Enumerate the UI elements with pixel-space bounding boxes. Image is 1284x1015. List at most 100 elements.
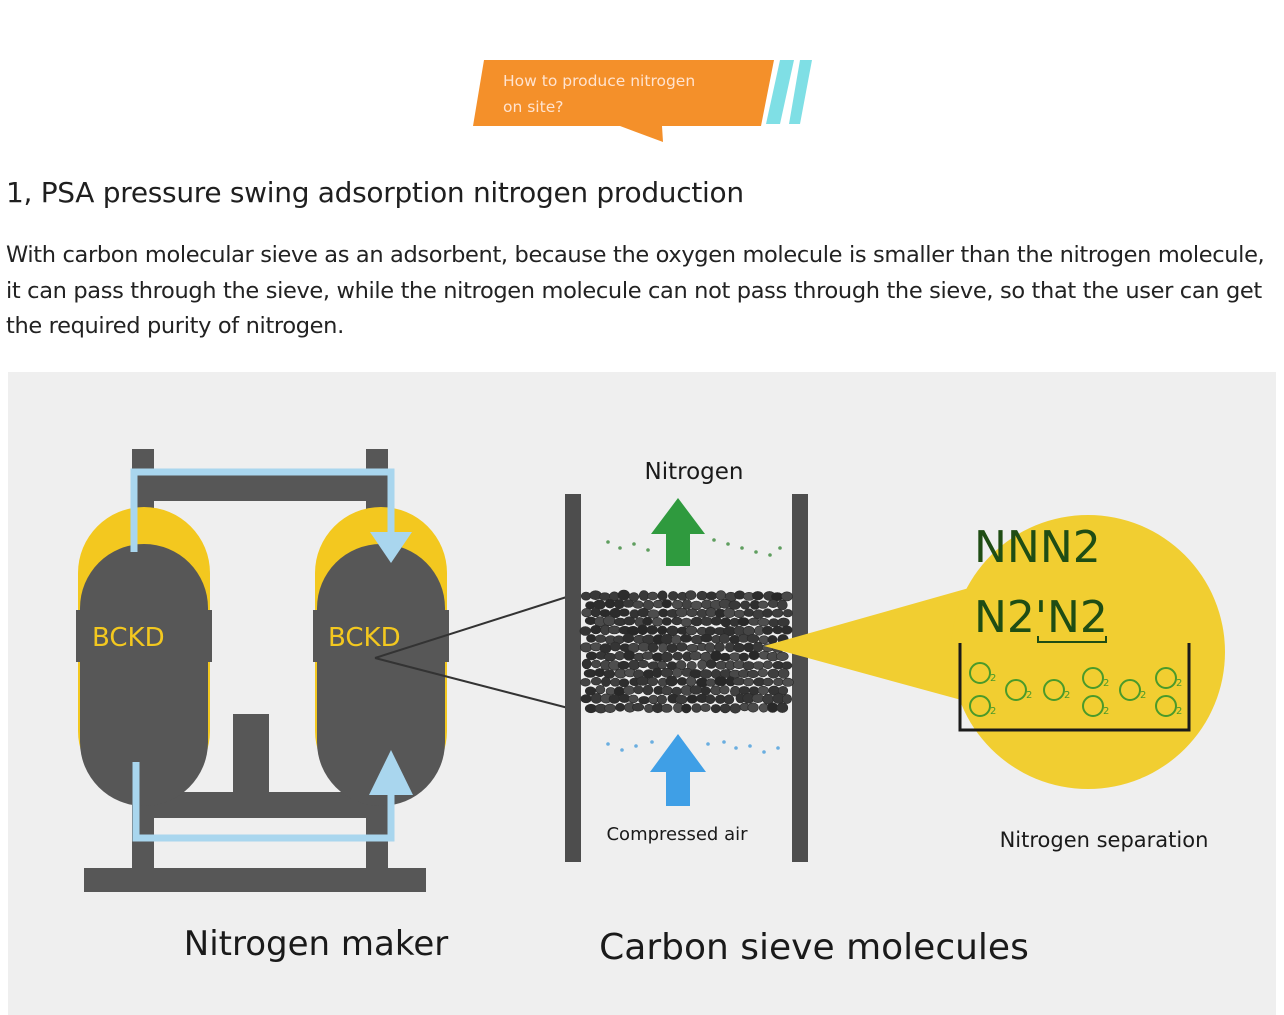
carbon-pellet bbox=[581, 608, 593, 618]
carbon-pellet bbox=[691, 703, 702, 713]
carbon-pellet bbox=[628, 694, 639, 704]
oxygen-molecule bbox=[1082, 667, 1104, 689]
carbon-pellet bbox=[661, 617, 672, 626]
carbon-pellet bbox=[782, 677, 794, 687]
carbon-pellet bbox=[615, 702, 625, 712]
carbon-pellet bbox=[762, 625, 774, 635]
carbon-pellet bbox=[680, 617, 692, 628]
carbon-pellet bbox=[757, 668, 768, 678]
carbon-pellet bbox=[657, 660, 668, 670]
carbon-pellet bbox=[681, 599, 693, 610]
gas-dot bbox=[768, 553, 772, 557]
carbon-pellet bbox=[601, 676, 611, 687]
right-tank-label: BCKD bbox=[328, 623, 401, 653]
carbon-pellet bbox=[752, 591, 764, 601]
carbon-pellet bbox=[777, 668, 790, 679]
carbon-pellet bbox=[689, 651, 702, 661]
oxygen-molecule bbox=[969, 695, 991, 717]
carbon-pellet bbox=[614, 651, 625, 661]
carbon-pellet bbox=[685, 625, 698, 636]
carbon-pellet bbox=[742, 661, 755, 671]
carbon-pellet bbox=[700, 703, 711, 712]
carbon-pellet bbox=[636, 676, 650, 686]
carbon-pellet bbox=[603, 615, 616, 627]
carbon-pellet bbox=[579, 642, 592, 653]
carbon-pellet bbox=[705, 694, 716, 705]
carbon-pellet bbox=[762, 677, 774, 687]
carbon-pellet bbox=[594, 668, 605, 678]
carbon-pellet bbox=[580, 591, 592, 601]
carbon-sieve: Nitrogen Compressed air bbox=[565, 459, 808, 862]
carbon-pellet bbox=[637, 608, 650, 618]
carbon-pellet bbox=[747, 702, 759, 713]
carbon-pellet bbox=[705, 591, 717, 601]
carbon-pellet bbox=[743, 642, 755, 653]
carbon-pellet bbox=[641, 651, 654, 660]
oxygen-molecule bbox=[1155, 667, 1177, 689]
carbon-pellet bbox=[585, 651, 598, 661]
carbon-pellet bbox=[704, 642, 716, 653]
carbon-pellet bbox=[763, 660, 773, 670]
carbon-pellet bbox=[782, 609, 793, 618]
top-frame-bar bbox=[132, 475, 388, 501]
gas-dot bbox=[620, 748, 624, 752]
carbon-pellet bbox=[622, 599, 635, 608]
zoom-line-1: NNN2 bbox=[974, 522, 1101, 573]
carbon-pellet bbox=[604, 703, 616, 713]
carbon-pellet bbox=[719, 652, 731, 662]
carbon-pellet bbox=[724, 642, 735, 653]
carbon-pellet bbox=[667, 591, 679, 601]
carbon-pellet bbox=[590, 607, 601, 618]
gas-dot bbox=[734, 746, 738, 750]
oxygen-subscript: 2 bbox=[1103, 706, 1109, 717]
carbon-pellet bbox=[652, 667, 663, 678]
banner-question: How to produce nitrogen on site? bbox=[503, 68, 733, 120]
left-tank: BCKD bbox=[76, 507, 212, 806]
carbon-pellet bbox=[706, 659, 717, 669]
carbon-pellet bbox=[661, 703, 673, 713]
carbon-pellet bbox=[590, 677, 602, 686]
carbon-pellet bbox=[743, 677, 754, 687]
carbon-pellet bbox=[594, 634, 607, 643]
carbon-pellet bbox=[672, 651, 683, 661]
gas-dot bbox=[754, 550, 758, 554]
carbon-pellet bbox=[772, 625, 783, 635]
carbon-pellet bbox=[689, 685, 703, 695]
carbon-pellet bbox=[623, 616, 636, 626]
down-flow-arrow-icon bbox=[370, 532, 412, 563]
up-flow-arrow-icon bbox=[369, 750, 413, 795]
psa-diagram-svg: BCKD BCKD bbox=[8, 372, 1276, 1015]
center-valve bbox=[233, 714, 269, 812]
nitrogen-maker: BCKD BCKD bbox=[76, 449, 577, 892]
carbon-pellet bbox=[604, 599, 616, 609]
section-heading: 1, PSA pressure swing adsorption nitroge… bbox=[6, 176, 744, 209]
carbon-pellet bbox=[767, 702, 779, 713]
carbon-pellet bbox=[651, 617, 664, 627]
carbon-pellet bbox=[705, 678, 716, 687]
oxygen-subscript: 2 bbox=[1026, 690, 1032, 701]
carbon-pellet bbox=[676, 642, 688, 652]
nitrogen-maker-caption: Nitrogen maker bbox=[184, 924, 448, 964]
oxygen-molecule bbox=[1082, 695, 1104, 717]
carbon-pellet bbox=[748, 650, 760, 661]
carbon-pellets bbox=[579, 589, 795, 714]
gas-dot bbox=[722, 740, 726, 744]
gas-dot bbox=[778, 546, 782, 550]
carbon-pellet bbox=[718, 633, 730, 644]
oxygen-subscript: 2 bbox=[990, 673, 996, 684]
carbon-pellet bbox=[773, 677, 784, 687]
carbon-pellet bbox=[700, 633, 713, 643]
gas-dot bbox=[606, 742, 610, 746]
carbon-pellet bbox=[733, 642, 745, 653]
carbon-pellet bbox=[677, 677, 688, 686]
carbon-pellet bbox=[690, 616, 703, 627]
compressed-air-label: Compressed air bbox=[606, 824, 748, 845]
carbon-pellet bbox=[776, 702, 789, 713]
carbon-pellet bbox=[747, 669, 759, 679]
carbon-pellet bbox=[776, 599, 788, 611]
psa-diagram: BCKD BCKD bbox=[8, 372, 1276, 1015]
gas-dot bbox=[618, 546, 622, 550]
gas-dot bbox=[712, 538, 716, 542]
carbon-pellet bbox=[781, 591, 793, 602]
